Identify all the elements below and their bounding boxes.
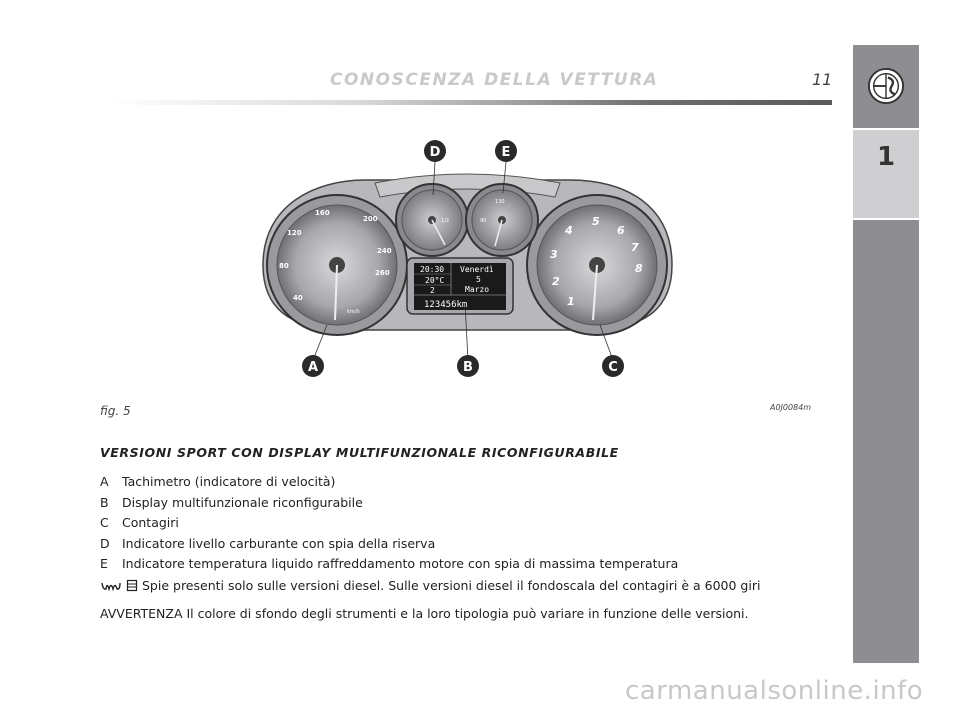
chapter-title: CONOSCENZA DELLA VETTURA	[330, 70, 659, 90]
speedo-label-160: 160	[315, 209, 330, 217]
svg-text:A: A	[308, 360, 318, 375]
speedo-unit: km/h	[347, 309, 360, 315]
tacho-label-6: 6	[617, 224, 625, 237]
speedo-label-260: 260	[375, 269, 390, 277]
legend-text: Contagiri	[122, 515, 179, 530]
speedo-label-40: 40	[293, 294, 303, 302]
legend-key: C	[100, 515, 109, 530]
tacho-label-2: 2	[552, 275, 560, 288]
figure-caption: fig. 5	[100, 404, 131, 418]
svg-text:D: D	[430, 145, 441, 160]
legend-text: Indicatore temperatura liquido raffredda…	[122, 556, 679, 571]
temp-mark-130: 130	[495, 199, 505, 205]
legend-item: D Indicatore livello carburante con spia…	[100, 536, 678, 557]
multifunction-display: 20:30 20°C 2 Venerdì 5 Marzo 123456km	[406, 257, 514, 315]
display-time: 20:30	[420, 265, 444, 274]
warning-text: AVVERTENZA Il colore di sfondo degli str…	[100, 606, 749, 621]
callout-d: D	[424, 140, 446, 162]
logo-area	[853, 45, 919, 127]
glow-plug-icon	[101, 582, 121, 592]
fuel-gauge: 1/2	[395, 183, 469, 257]
page-number: 11	[812, 70, 833, 89]
legend-key: E	[100, 556, 108, 571]
speedo-label-200: 200	[363, 215, 378, 223]
legend-text: Indicatore livello carburante con spia d…	[122, 535, 436, 551]
display-month: Marzo	[465, 285, 489, 294]
fuel-half-mark: 1/2	[441, 218, 449, 224]
tacho-label-4: 4	[564, 224, 573, 237]
chapter-sidebar: 1	[853, 45, 919, 663]
diesel-filter-icon	[126, 579, 138, 592]
callout-e: E	[495, 140, 517, 162]
legend-key: A	[100, 474, 109, 489]
legend-item: B Display multifunzionale riconfigurabil…	[100, 495, 678, 516]
temp-mark-90: 90	[480, 218, 486, 224]
legend-list: A Tachimetro (indicatore di velocità) B …	[100, 474, 678, 577]
callout-a: A	[302, 355, 324, 377]
legend-key: D	[100, 535, 110, 551]
instrument-cluster-figure: 40 80 120 160 200 240 260 km/h 1 2 3 4 5…	[262, 140, 673, 377]
svg-text:E: E	[502, 145, 511, 160]
svg-text:B: B	[463, 360, 473, 375]
note-text: Spie presenti solo sulle versioni diesel…	[142, 578, 761, 593]
tachometer: 1 2 3 4 5 6 7 8	[526, 194, 668, 336]
diesel-note: Spie presenti solo sulle versioni diesel…	[100, 578, 760, 593]
header-rule	[110, 100, 832, 105]
tacho-label-5: 5	[592, 215, 600, 228]
tacho-label-8: 8	[635, 262, 643, 275]
legend-item: C Contagiri	[100, 515, 678, 536]
tacho-label-7: 7	[631, 241, 639, 254]
legend-text: Display multifunzionale riconfigurabile	[122, 494, 363, 510]
watermark: carmanualsonline.info	[625, 676, 924, 706]
callout-c: C	[602, 355, 624, 377]
display-day: Venerdì	[460, 265, 494, 274]
legend-item: E Indicatore temperatura liquido raffred…	[100, 556, 678, 577]
chapter-number: 1	[876, 142, 896, 172]
tacho-label-1: 1	[567, 295, 575, 308]
tacho-label-3: 3	[550, 248, 558, 261]
svg-text:C: C	[608, 360, 618, 375]
legend-item: A Tachimetro (indicatore di velocità)	[100, 474, 678, 495]
chapter-tab[interactable]: 1	[853, 128, 919, 220]
speedo-label-120: 120	[287, 229, 302, 237]
temperature-gauge: 90 130	[465, 183, 539, 257]
figure-code: A0J0084m	[770, 403, 812, 412]
section-heading: VERSIONI SPORT CON DISPLAY MULTIFUNZIONA…	[100, 445, 619, 460]
speedo-label-240: 240	[377, 247, 392, 255]
legend-key: B	[100, 494, 109, 510]
speedometer: 40 80 120 160 200 240 260 km/h	[266, 194, 408, 336]
speedo-label-80: 80	[279, 262, 289, 270]
callout-b: B	[457, 355, 479, 377]
display-gear: 2	[430, 286, 435, 295]
display-temperature: 20°C	[425, 276, 444, 285]
alfa-romeo-logo-icon	[867, 67, 905, 105]
display-odometer: 123456km	[424, 300, 467, 310]
display-date: 5	[476, 275, 481, 284]
legend-text: Tachimetro (indicatore di velocità)	[122, 474, 336, 489]
